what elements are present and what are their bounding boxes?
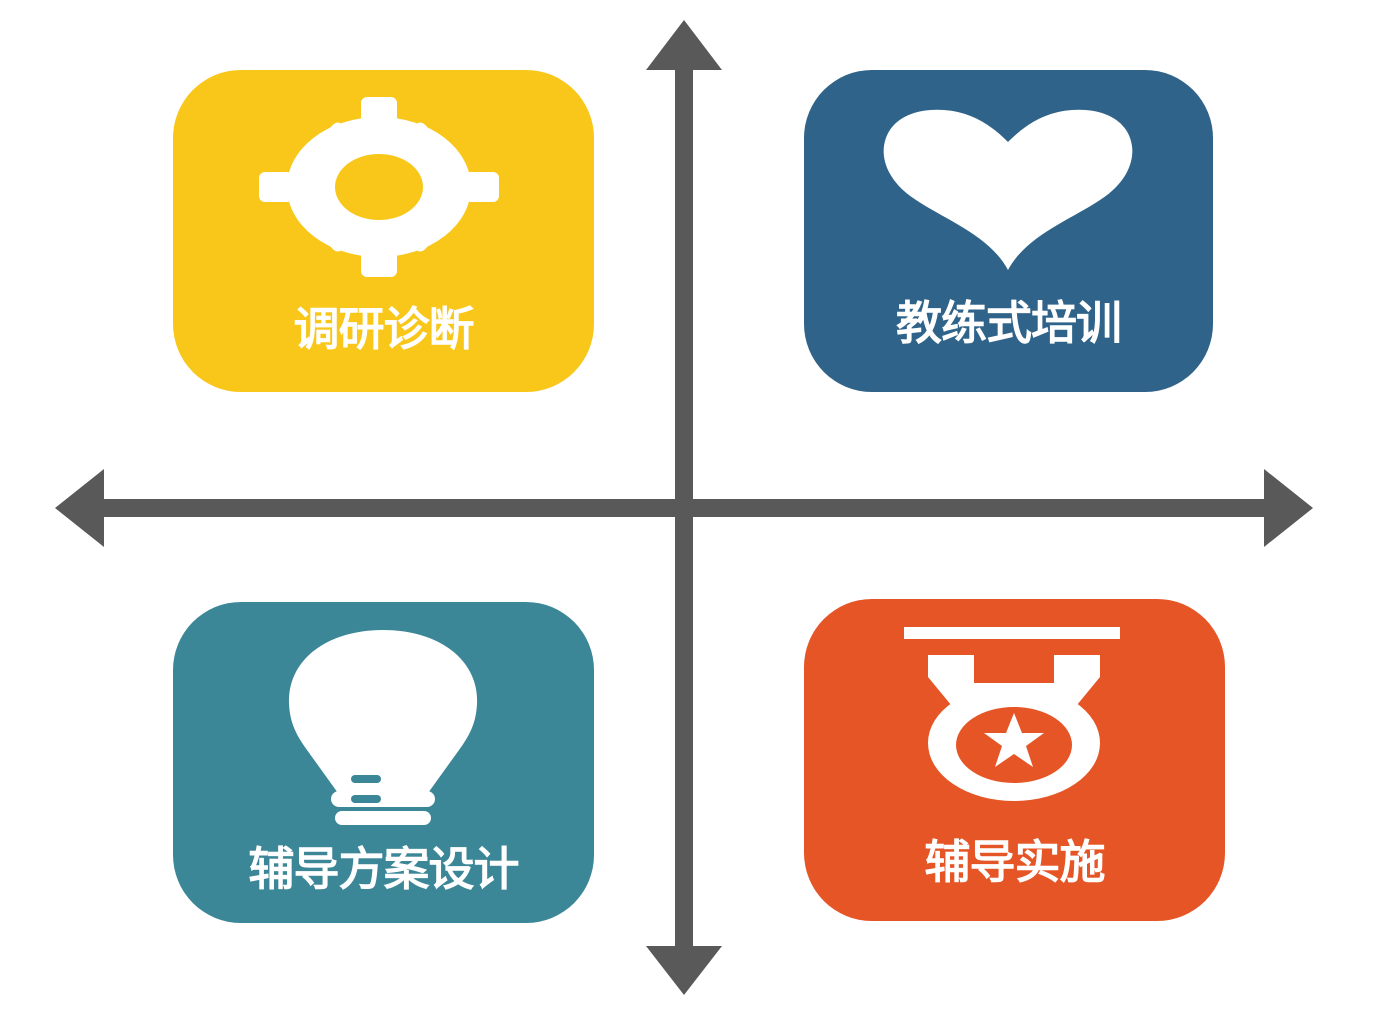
quadrant-label-design: 辅导方案设计 — [248, 842, 520, 896]
quadrant-label-research: 调研诊断 — [293, 302, 475, 356]
arrow-down-icon — [646, 946, 722, 995]
lightbulb-icon — [288, 630, 478, 825]
arrow-right-icon — [1264, 469, 1313, 547]
horizontal-axis — [55, 469, 1313, 547]
quadrant-card-implement[interactable]: 辅导实施 — [804, 599, 1225, 921]
arrow-left-icon — [55, 469, 104, 547]
quadrant-card-research[interactable]: 调研诊断 — [173, 70, 594, 392]
medal-icon — [904, 627, 1120, 801]
gear-icon — [259, 97, 499, 277]
heart-icon — [883, 109, 1133, 271]
quadrant-label-implement: 辅导实施 — [924, 835, 1106, 889]
quadrant-label-coaching: 教练式培训 — [896, 296, 1122, 350]
quadrant-card-design[interactable]: 辅导方案设计 — [173, 602, 594, 923]
arrow-up-icon — [646, 20, 722, 70]
quadrant-card-coaching[interactable]: 教练式培训 — [804, 70, 1213, 392]
